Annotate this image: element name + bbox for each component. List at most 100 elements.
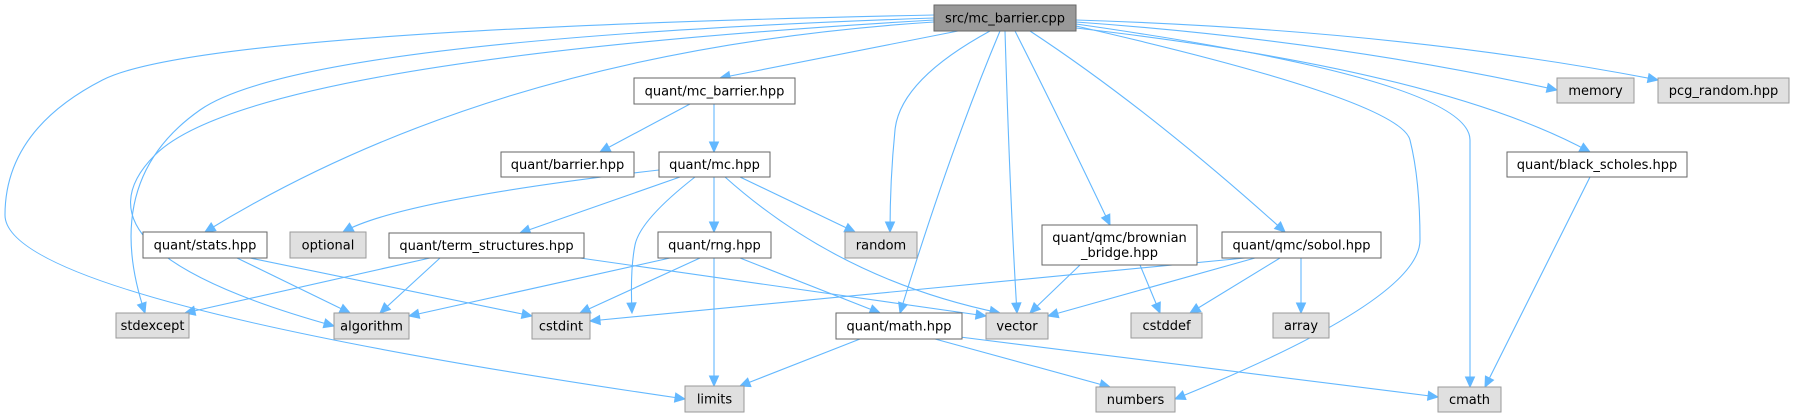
edge-sobol-to-cstddef (1188, 257, 1281, 314)
node-label: quant/black_scholes.hpp (1517, 158, 1678, 173)
arrowhead-icon (843, 222, 857, 233)
node-cstdint[interactable]: cstdint (531, 312, 591, 340)
edge-line (130, 19, 935, 327)
node-box[interactable] (388, 232, 585, 259)
edge-root-to-black_scholes (1075, 27, 1592, 153)
arrowhead-icon (626, 302, 637, 315)
edge-root-to-math (898, 30, 1001, 315)
node-box[interactable] (844, 231, 918, 259)
node-term[interactable]: quant/term_structures.hpp (388, 232, 585, 259)
edge-line (519, 176, 681, 234)
node-box[interactable] (333, 312, 410, 340)
edge-root-to-limits (4, 14, 935, 403)
edge-line (1075, 25, 1421, 400)
node-label: vector (996, 320, 1038, 335)
edge-line (1047, 257, 1256, 317)
node-optional[interactable]: optional (289, 231, 367, 259)
edge-line (1075, 23, 1471, 387)
node-cmath[interactable]: cmath (1437, 386, 1502, 413)
node-box[interactable] (1130, 312, 1203, 339)
arrowhead-icon (1464, 376, 1476, 389)
node-vector[interactable]: vector (985, 312, 1049, 340)
arrowhead-icon (341, 222, 355, 233)
edge-root-to-algorithm (130, 19, 935, 329)
arrowhead-icon (1011, 302, 1022, 315)
arrowhead-icon (1188, 303, 1202, 314)
edge-root-to-numbers (1075, 25, 1421, 400)
edge-math-to-limits (738, 338, 861, 388)
node-box[interactable] (1272, 312, 1330, 339)
arrowhead-icon (868, 304, 882, 315)
edge-line (249, 257, 533, 317)
node-mc-hpp[interactable]: quant/mc.hpp (658, 151, 771, 178)
node-array[interactable]: array (1272, 312, 1330, 339)
edge-root-to-random (884, 30, 991, 234)
edge-mc_barrier_hpp-to-barrier_hpp (598, 103, 691, 153)
node-brownian[interactable]: quant/qmc/brownian_bridge.hpp (1041, 224, 1198, 266)
edge-line (1029, 30, 1286, 233)
arrowhead-icon (708, 221, 720, 234)
node-box[interactable] (289, 231, 367, 259)
node-pcg[interactable]: pcg_random.hpp (1657, 77, 1790, 104)
edge-line (589, 257, 1246, 322)
edge-mc_hpp-to-term (518, 176, 681, 235)
node-box[interactable] (1506, 151, 1688, 178)
node-rng[interactable]: quant/rng.hpp (657, 231, 772, 259)
node-sobol[interactable]: quant/qmc/sobol.hpp (1221, 231, 1382, 259)
node-math[interactable]: quant/math.hpp (835, 312, 963, 340)
node-random[interactable]: random (844, 231, 918, 259)
node-label: quant/qmc/brownian (1052, 231, 1187, 246)
node-box[interactable] (1556, 77, 1635, 104)
edge-mc_hpp-to-rng (708, 177, 720, 234)
edge-line (1075, 27, 1591, 153)
edge-stats-to-algorithm (236, 257, 352, 314)
node-barrier-hpp[interactable]: quant/barrier.hpp (500, 151, 635, 178)
node-black-scholes[interactable]: quant/black_scholes.hpp (1506, 151, 1688, 178)
edge-math-to-cmath (959, 336, 1440, 401)
edge-line (4, 14, 935, 400)
node-box[interactable] (1095, 386, 1176, 413)
node-stats[interactable]: quant/stats.hpp (142, 231, 268, 259)
node-box[interactable] (1657, 77, 1790, 104)
node-box[interactable] (1221, 231, 1382, 259)
node-box[interactable] (115, 312, 190, 339)
node-memory[interactable]: memory (1556, 77, 1635, 104)
node-box[interactable] (500, 151, 635, 178)
node-stdexcept[interactable]: stdexcept (115, 312, 190, 339)
edges-layer (4, 14, 1660, 403)
node-label: quant/barrier.hpp (511, 158, 625, 173)
node-box[interactable] (633, 77, 796, 105)
node-box[interactable] (985, 312, 1049, 340)
node-cstddef[interactable]: cstddef (1130, 312, 1203, 339)
edge-sobol-to-cstdint (588, 257, 1246, 326)
edge-root-to-sobol (1029, 30, 1286, 233)
edge-root-to-stats (203, 21, 935, 233)
node-box[interactable] (684, 385, 745, 413)
edge-line (739, 257, 881, 314)
edge-line (889, 30, 991, 233)
node-box[interactable] (835, 312, 963, 340)
node-box[interactable] (142, 231, 268, 259)
node-numbers[interactable]: numbers (1095, 386, 1176, 413)
node-box[interactable] (1437, 386, 1502, 413)
node-box[interactable] (933, 4, 1077, 32)
node-box[interactable] (531, 312, 591, 340)
edge-root-to-cmath (1075, 23, 1476, 389)
node-mc-barrier-hpp[interactable]: quant/mc_barrier.hpp (633, 77, 796, 105)
arrowhead-icon (203, 221, 217, 233)
node-label: pcg_random.hpp (1669, 84, 1778, 99)
node-algorithm[interactable]: algorithm (333, 312, 410, 340)
node-label: optional (302, 239, 355, 254)
arrowhead-icon (1046, 308, 1060, 319)
edge-black_scholes-to-cmath (1484, 176, 1591, 389)
node-root[interactable]: src/mc_barrier.cpp (933, 4, 1077, 32)
node-box[interactable] (658, 151, 771, 178)
node-box[interactable] (1041, 224, 1198, 266)
edge-line (630, 176, 696, 314)
edge-term-to-vector (579, 257, 988, 320)
node-limits[interactable]: limits (684, 385, 745, 413)
node-label: quant/rng.hpp (668, 239, 761, 254)
node-label: algorithm (340, 320, 403, 335)
node-box[interactable] (657, 231, 772, 259)
